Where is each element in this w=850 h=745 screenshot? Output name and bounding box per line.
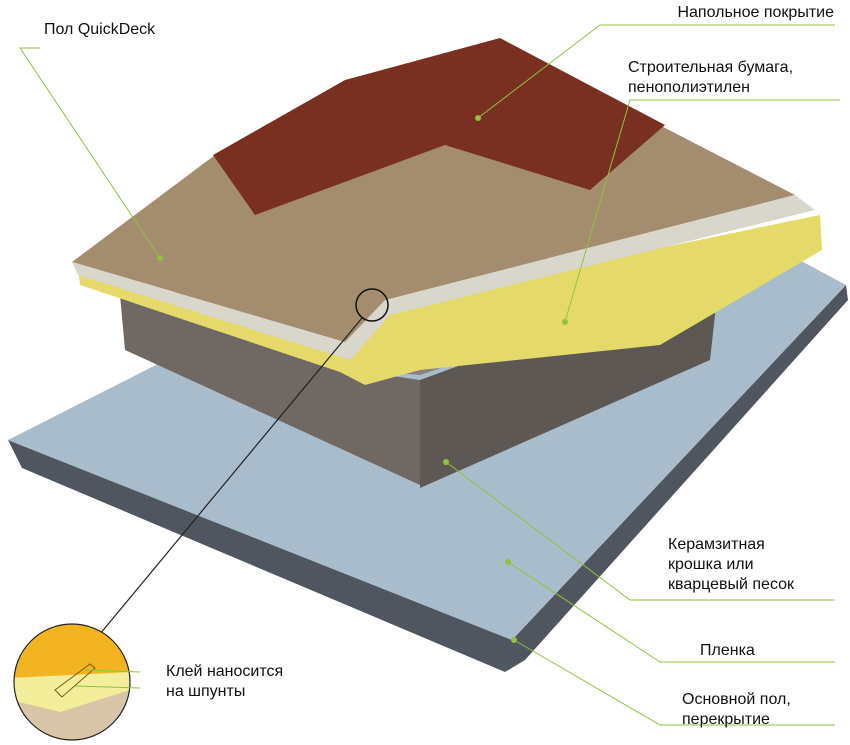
label-film: Пленка: [700, 642, 755, 659]
leader-lines: [19, 24, 840, 726]
granules-left-face: [120, 295, 420, 485]
label-glue: Клей наносится на шпунты: [166, 662, 283, 702]
base-slab-edge: [8, 285, 848, 672]
board-edge: [72, 195, 815, 360]
label-glue-line2: на шпунты: [166, 683, 246, 700]
label-base-line2: перекрытие: [682, 711, 770, 728]
label-quickdeck: Пол QuickDeck: [44, 21, 156, 38]
label-flooring: Напольное покрытие: [677, 4, 834, 21]
label-granules: Керамзитная крошка или кварцевый песок: [668, 535, 794, 595]
label-glue-line1: Клей наносится: [166, 663, 284, 680]
label-base: Основной пол, перекрытие: [682, 690, 791, 730]
label-granules-line1: Керамзитная: [668, 536, 765, 553]
label-paper-line2: пенополиэтилен: [628, 79, 750, 96]
label-paper-line1: Строительная бумага,: [628, 59, 794, 76]
joint-detail-inset: [14, 624, 130, 740]
label-granules-line3: кварцевый песок: [668, 576, 795, 593]
label-base-line1: Основной пол,: [682, 691, 791, 708]
label-granules-line2: крошка или: [668, 556, 754, 573]
label-paper: Строительная бумага, пенополиэтилен: [628, 58, 793, 98]
detail-connector: [94, 317, 363, 641]
wood-flooring: [213, 38, 665, 215]
joint-detail-marker: [355, 288, 389, 322]
